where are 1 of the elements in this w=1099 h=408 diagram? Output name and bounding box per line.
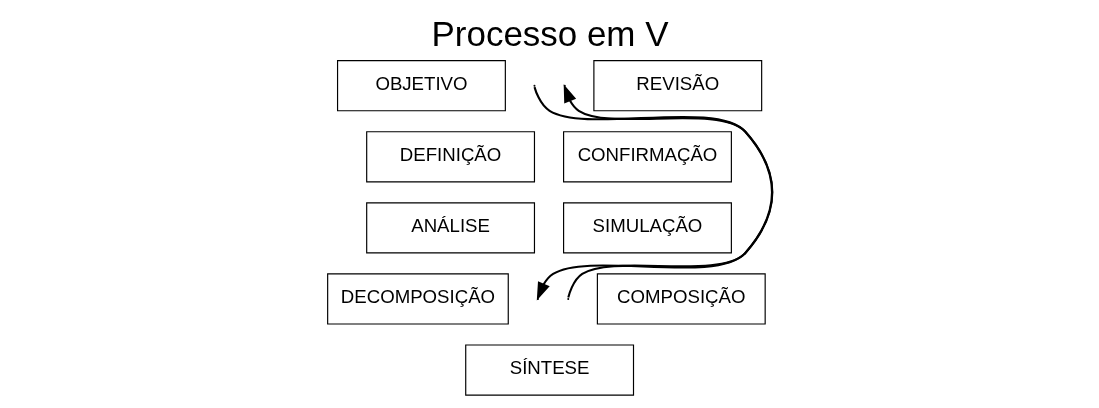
diagram-title: Processo em V: [431, 13, 668, 53]
